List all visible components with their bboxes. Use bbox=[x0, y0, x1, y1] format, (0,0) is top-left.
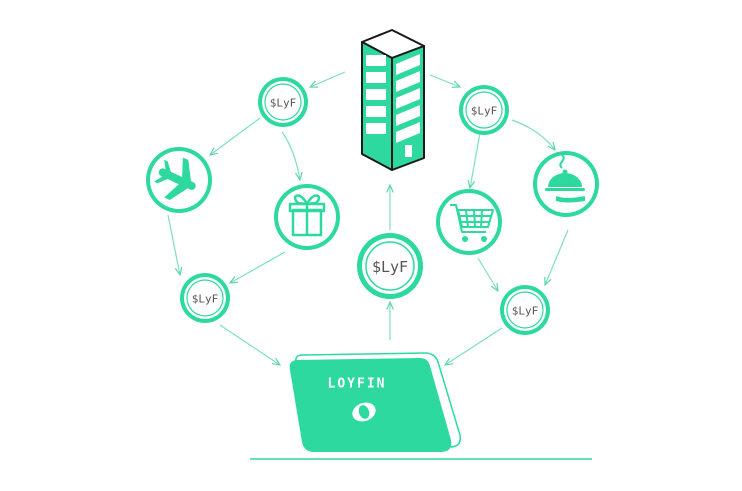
arrow-gift-to-coin-bottom-left bbox=[230, 251, 286, 283]
arrow-airplane-to-coin-bottom-left bbox=[167, 214, 180, 275]
arrow-cart-to-coin-bottom-right bbox=[477, 257, 498, 291]
coin-label: $LyF bbox=[471, 105, 498, 118]
coin-label: $LyF bbox=[270, 97, 297, 110]
coin-center: $LyF bbox=[357, 233, 423, 299]
arrow-coin-top-left-to-airplane bbox=[210, 117, 261, 155]
arrow-coin-top-right-to-food bbox=[511, 119, 555, 150]
flow-arrows bbox=[167, 71, 569, 365]
office-building-icon bbox=[361, 29, 425, 171]
coin-label: $LyF bbox=[512, 305, 539, 318]
building-windows bbox=[366, 54, 420, 157]
laptop-logo-icon bbox=[352, 402, 376, 422]
arrow-coin-top-left-to-gift bbox=[281, 131, 300, 180]
laptop-brand-label: LOYFIN bbox=[328, 377, 387, 392]
arrow-food-to-coin-bottom-right bbox=[545, 229, 569, 285]
coin-label: $LyF bbox=[372, 258, 408, 276]
coin-top-left: $LyF bbox=[258, 77, 308, 127]
arrow-building-to-coin-top-left bbox=[310, 71, 346, 87]
shopping-cart-icon bbox=[436, 189, 502, 255]
arrow-building-to-coin-top-right bbox=[429, 74, 460, 87]
coin-bottom-right: $LyF bbox=[500, 285, 550, 335]
arrow-coin-top-right-to-cart bbox=[470, 132, 481, 188]
coin-bottom-left: $LyF bbox=[180, 273, 230, 323]
arrow-coin-bottom-left-to-laptop bbox=[219, 324, 280, 365]
laptop-icon: LOYFIN bbox=[250, 352, 592, 460]
coin-top-right: $LyF bbox=[459, 85, 509, 135]
food-service-icon bbox=[533, 151, 599, 217]
coin-label: $LyF bbox=[192, 293, 219, 306]
arrow-coin-bottom-right-to-laptop bbox=[445, 327, 503, 365]
airplane-icon bbox=[146, 147, 212, 213]
gift-icon bbox=[274, 184, 340, 250]
